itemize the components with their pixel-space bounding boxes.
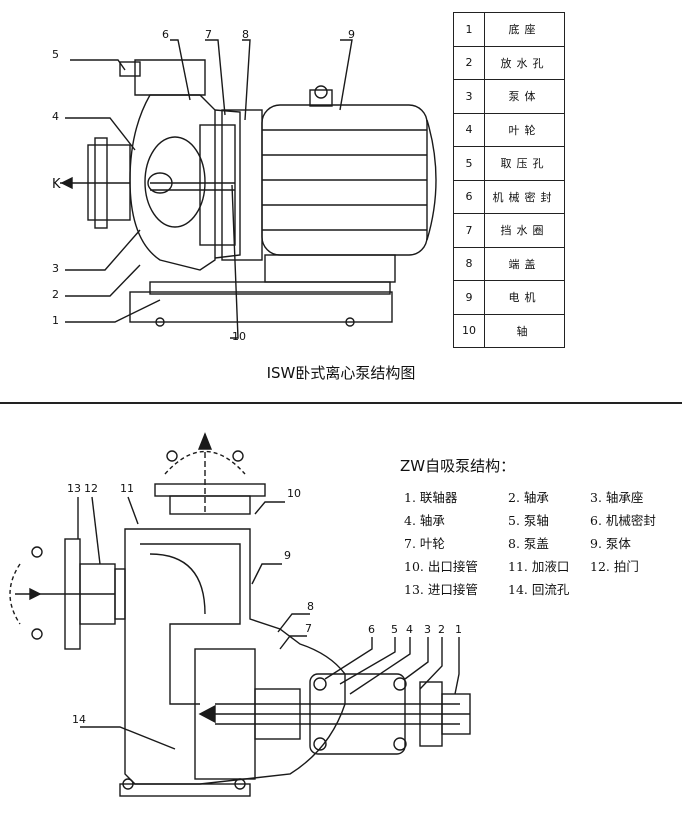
- legend-item: 8. 泵盖: [508, 536, 549, 551]
- coupling: [441, 693, 471, 735]
- callout-7: 7: [305, 622, 312, 635]
- part-number: 9: [453, 280, 485, 315]
- part-name: 放水孔: [484, 45, 565, 80]
- part-name: 端盖: [484, 246, 565, 281]
- callout-5: 5: [391, 623, 398, 636]
- part-number: 7: [453, 213, 485, 248]
- part-number: 10: [453, 313, 485, 348]
- part-number: 2: [453, 45, 485, 80]
- part-number: 4: [453, 112, 485, 147]
- callout-1: 1: [455, 623, 462, 636]
- isw-pump-drawing: 5 6 7 8 9 4 3 2 1 10 K: [52, 28, 437, 343]
- legend-item: 9. 泵体: [590, 536, 631, 551]
- callout-3: 3: [424, 623, 431, 636]
- part-number: 1: [453, 12, 485, 47]
- outlet-flange: [134, 59, 206, 96]
- part-number: 5: [453, 146, 485, 181]
- part-name: 泵体: [484, 79, 565, 114]
- callout-10: 10: [287, 487, 301, 500]
- base-plate: [129, 291, 393, 323]
- legend-item: 13. 进口接管: [404, 582, 478, 597]
- legend-item: 6. 机械密封: [590, 513, 656, 528]
- mechanical-seal: [254, 688, 301, 740]
- callout-12: 12: [84, 482, 98, 495]
- outlet-pipe-flange: [154, 483, 266, 497]
- k-direction-label: K: [52, 177, 61, 192]
- callout-5: 5: [52, 48, 59, 61]
- callout-3: 3: [52, 262, 59, 275]
- part-number: 6: [453, 179, 485, 214]
- callout-2: 2: [438, 623, 445, 636]
- part-name: 轴: [484, 313, 565, 348]
- callout-10: 10: [232, 330, 246, 343]
- impeller: [144, 136, 206, 228]
- part-name: 取压孔: [484, 146, 565, 181]
- part-name: 机械密封: [484, 179, 565, 214]
- section-divider: [0, 402, 682, 404]
- part-name: 叶轮: [484, 112, 565, 147]
- legend-item: 12. 拍门: [590, 559, 639, 574]
- callout-6: 6: [162, 28, 169, 41]
- callout-1: 1: [52, 314, 59, 327]
- legend-item: 11. 加液口: [508, 559, 570, 574]
- part-name: 底座: [484, 12, 565, 47]
- callout-9: 9: [348, 28, 355, 41]
- callout-9: 9: [284, 549, 291, 562]
- legend-item: 14. 回流孔: [508, 582, 570, 597]
- part-number: 3: [453, 79, 485, 114]
- zw-pump-drawing: 13 12 11 10 9 8 7 6 5 4 3 2 1 14: [9, 432, 471, 797]
- legend-item: 10. 出口接管: [404, 559, 478, 574]
- legend-item: 3. 轴承座: [590, 490, 644, 505]
- callout-4: 4: [406, 623, 413, 636]
- callout-4: 4: [52, 110, 59, 123]
- callout-14: 14: [72, 713, 86, 726]
- legend-item: 1. 联轴器: [404, 490, 458, 505]
- legend-item: 5. 泵轴: [508, 513, 549, 528]
- zw-pump-panel: 13 12 11 10 9 8 7 6 5 4 3 2 1 14 ZW自吸泵结构…: [0, 404, 682, 833]
- callout-11: 11: [120, 482, 134, 495]
- legend-item: 2. 轴承: [508, 490, 549, 505]
- isw-caption: ISW卧式离心泵结构图: [266, 364, 416, 382]
- callout-8: 8: [307, 600, 314, 613]
- callout-8: 8: [242, 28, 249, 41]
- pump-casing: [129, 94, 216, 271]
- part-name: 电机: [484, 280, 565, 315]
- legend-item: 7. 叶轮: [404, 536, 445, 551]
- callout-7: 7: [205, 28, 212, 41]
- callout-6: 6: [368, 623, 375, 636]
- zw-legend-title: ZW自吸泵结构：: [400, 457, 516, 475]
- part-number: 8: [453, 246, 485, 281]
- pump-body: [124, 528, 346, 785]
- callout-13: 13: [67, 482, 81, 495]
- part-name: 挡水圈: [484, 213, 565, 248]
- callout-2: 2: [52, 288, 59, 301]
- legend-item: 4. 轴承: [404, 513, 445, 528]
